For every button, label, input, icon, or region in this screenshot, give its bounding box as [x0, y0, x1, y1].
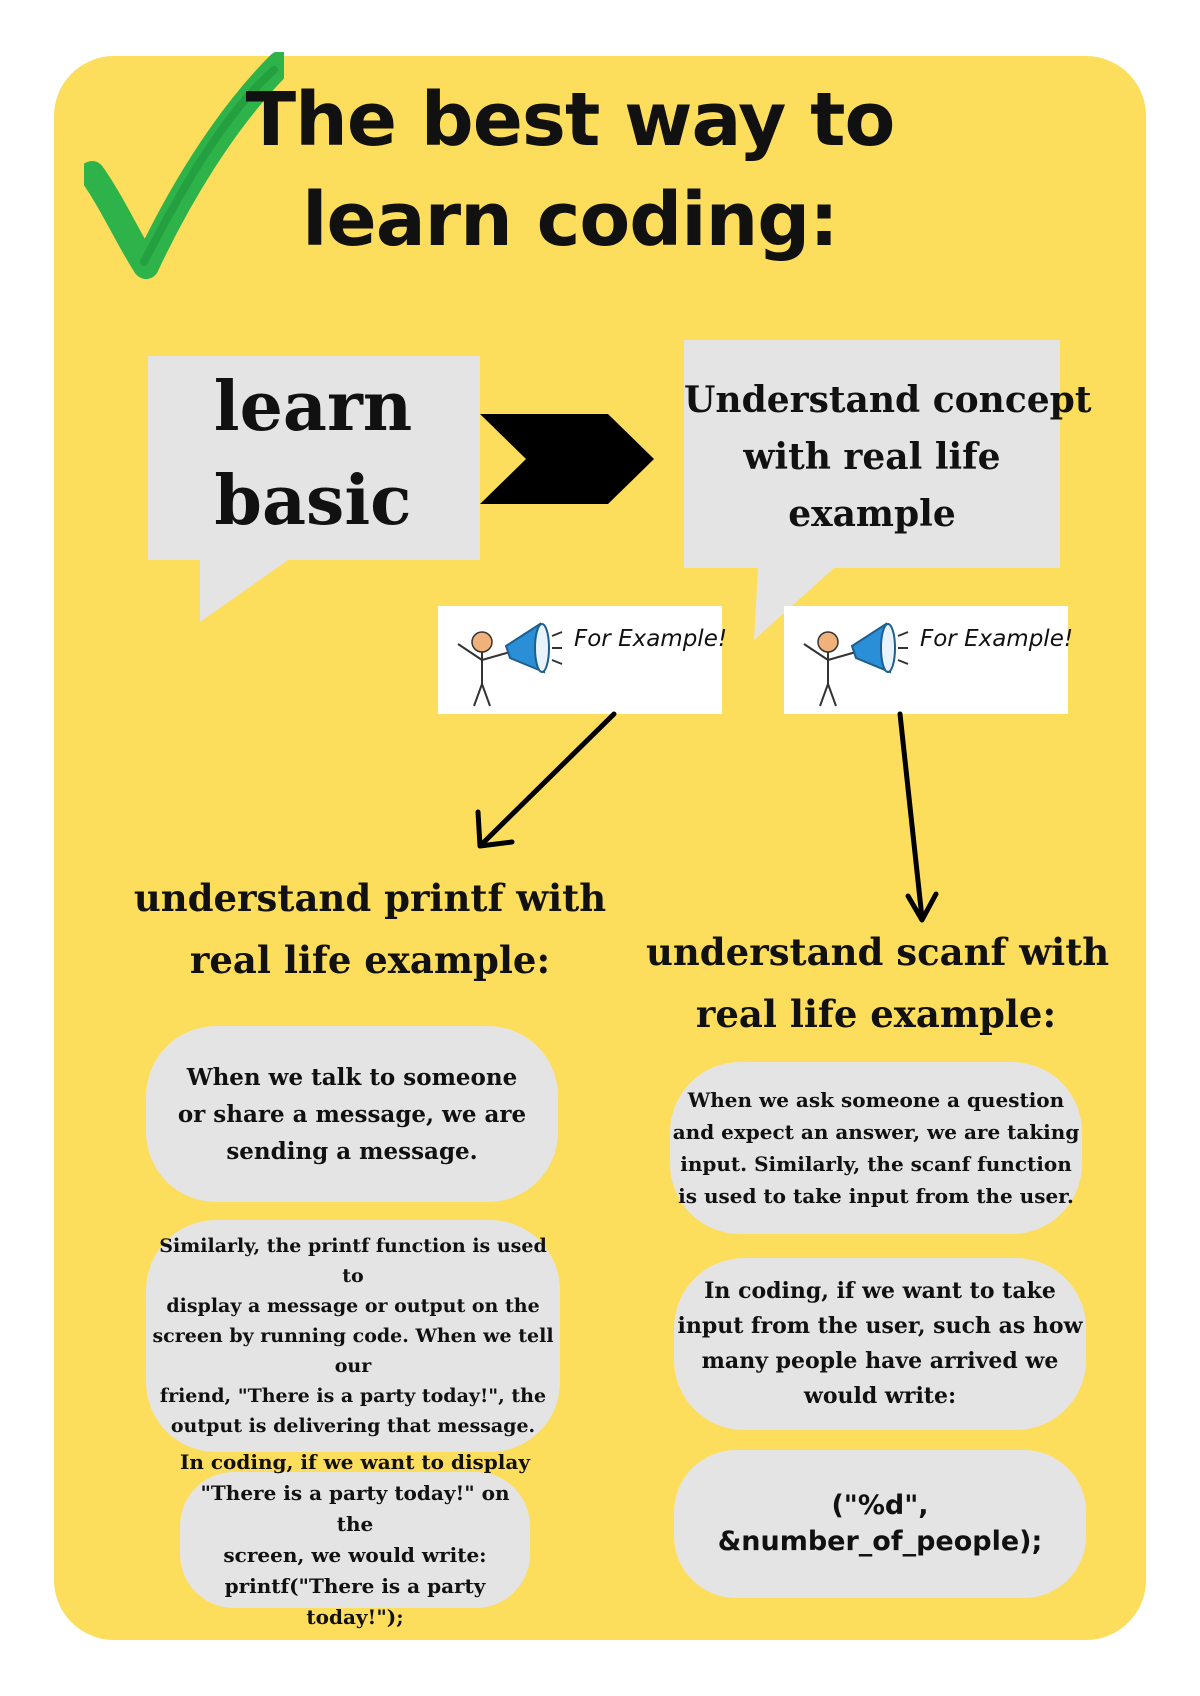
heading-line: understand scanf with [646, 930, 1110, 974]
card-line: In coding, if we want to display [180, 1450, 530, 1474]
printf-heading: understand printf with real life example… [130, 867, 610, 991]
for-example-label: For Example! [920, 626, 1074, 652]
card-line: and expect an answer, we are taking [672, 1120, 1080, 1144]
scanf-card-code: ("%d", &number_of_people); [674, 1450, 1086, 1598]
step-line: Understand concept [684, 379, 1092, 421]
step-learn-basic: learn basic [150, 360, 476, 548]
speech-bubble-learn-basic [148, 356, 480, 622]
step-line: example [788, 493, 956, 535]
card-line: friend, "There is a party today!", the [159, 1385, 547, 1407]
heading-line: real life example: [189, 938, 551, 982]
scanf-heading: understand scanf with real life example: [646, 921, 1110, 1045]
megaphone-icon [457, 622, 563, 707]
card-line: sending a message. [226, 1137, 478, 1165]
for-example-label: For Example! [574, 626, 728, 652]
card-line: would write: [803, 1383, 957, 1409]
card-line: display a message or output on the [166, 1295, 540, 1317]
card-line: input from the user, such as how [677, 1313, 1083, 1339]
card-line: is used to take input from the user. [678, 1184, 1074, 1208]
card-line: input. Similarly, the scanf function [680, 1152, 1072, 1176]
arrow-to-printf [475, 711, 617, 849]
arrow-to-scanf [897, 711, 939, 923]
card-line: When we ask someone a question [687, 1088, 1065, 1112]
card-line: output is delivering that message. [170, 1415, 536, 1437]
megaphone-icon [803, 622, 909, 707]
page-title: The best way to learn coding: [240, 70, 900, 270]
for-example-badge: For Example! [438, 606, 727, 714]
checkmark-icon [84, 52, 284, 279]
title-line: learn coding: [302, 177, 839, 263]
card-line: "There is a party today!" on the [200, 1481, 510, 1536]
printf-card-analogy: When we talk to someone or share a messa… [146, 1026, 558, 1202]
chevron-right-icon [480, 414, 654, 504]
heading-line: understand printf with [133, 876, 607, 920]
card-line: screen by running code. When we tell our [152, 1325, 554, 1377]
card-line: In coding, if we want to take [704, 1278, 1056, 1304]
step-line: learn [213, 367, 413, 447]
card-line: Similarly, the printf function is used t… [159, 1235, 547, 1287]
step-line: basic [214, 461, 412, 541]
heading-line: real life example: [695, 992, 1057, 1036]
card-line: ("%d", &number_of_people); [717, 1490, 1043, 1557]
scanf-card-explanation: In coding, if we want to take input from… [674, 1258, 1086, 1430]
step-understand-concept: Understand concept with real life exampl… [684, 372, 1092, 543]
card-line: When we talk to someone [186, 1063, 518, 1091]
step-line: with real life [743, 436, 1001, 478]
printf-card-explanation: Similarly, the printf function is used t… [146, 1220, 560, 1452]
card-line: or share a message, we are [177, 1100, 527, 1128]
card-line: many people have arrived we [701, 1348, 1059, 1374]
for-example-badge: For Example! [784, 606, 1073, 714]
printf-card-code: In coding, if we want to display "There … [180, 1450, 530, 1629]
speech-bubble-understand-concept [684, 340, 1060, 640]
scanf-card-analogy: When we ask someone a question and expec… [670, 1062, 1082, 1234]
card-line: printf("There is a party today!"); [224, 1574, 486, 1629]
title-line: The best way to [245, 77, 896, 163]
card-line: screen, we would write: [223, 1543, 487, 1567]
